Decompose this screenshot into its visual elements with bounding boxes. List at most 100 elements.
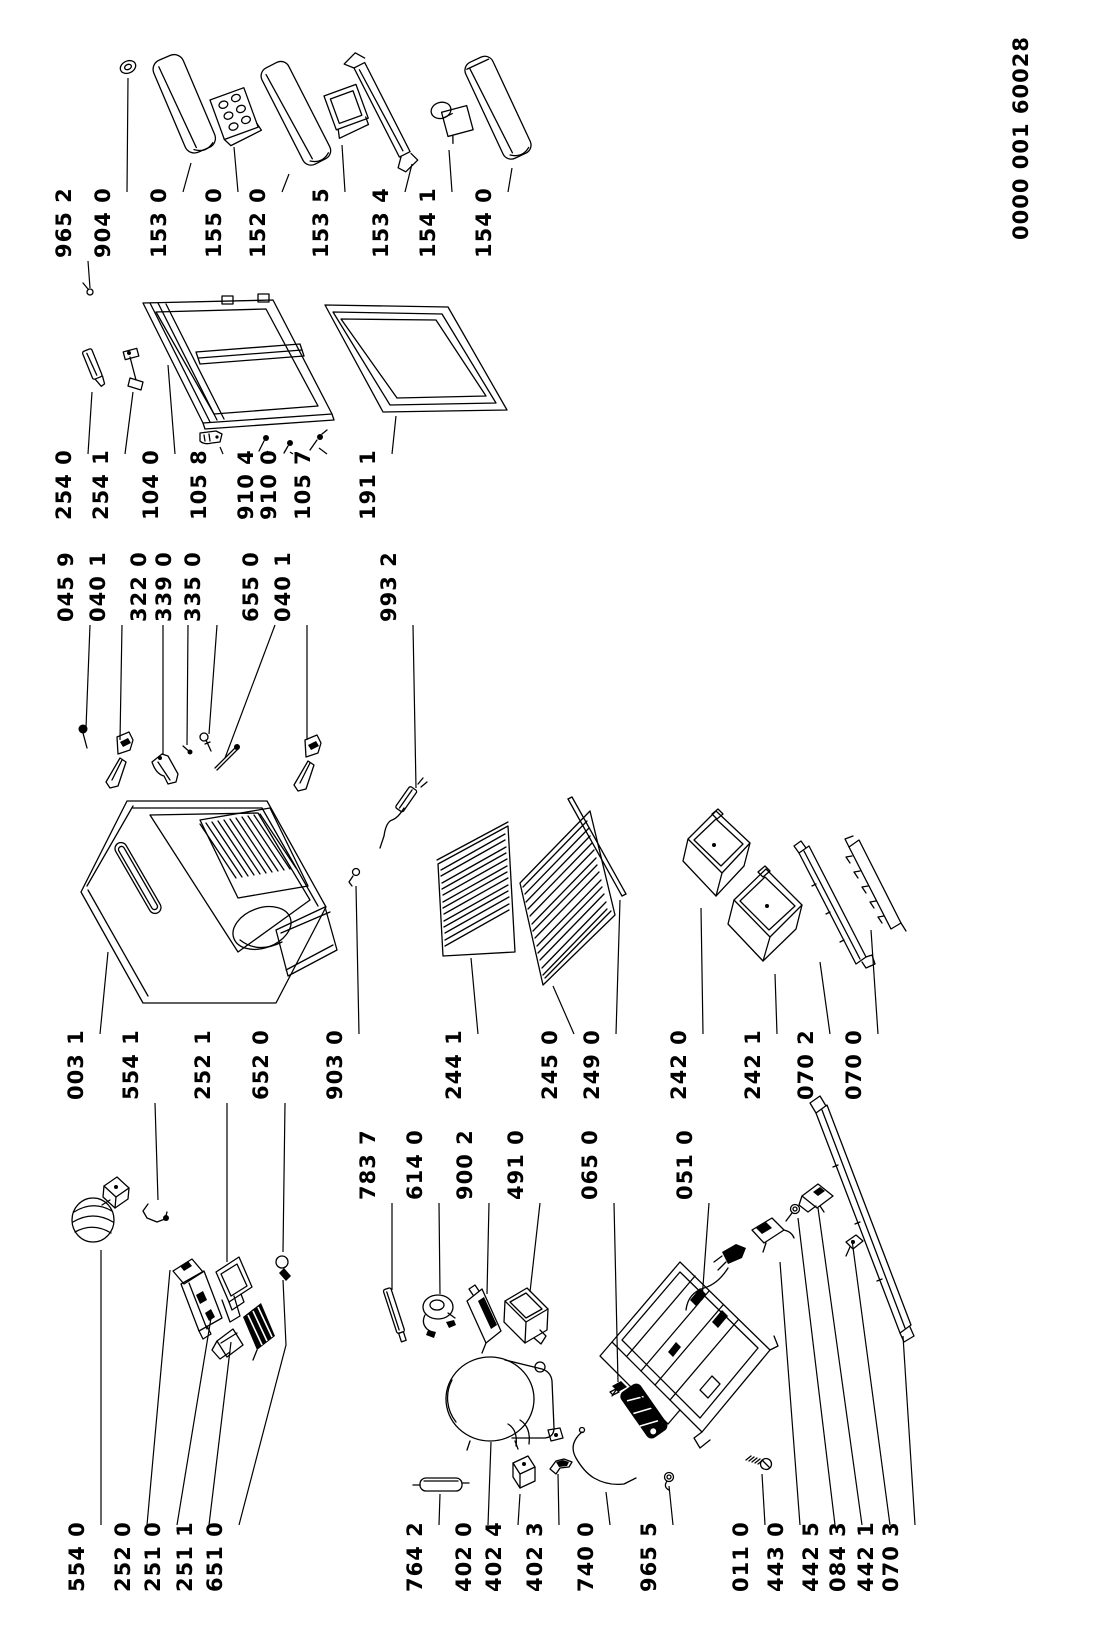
part-label-070-3: 070 3 (879, 1521, 903, 1592)
part-070-3-strip-drawing (809, 1095, 915, 1343)
leader-153-0 (182, 162, 192, 193)
leader-614-0 (438, 1202, 441, 1295)
part-label-245-0: 245 0 (538, 1029, 562, 1100)
part-614-0-drawing (422, 1294, 456, 1338)
part-label-003-1: 003 1 (64, 1029, 88, 1100)
part-label-740-0: 740 0 (574, 1521, 598, 1592)
leader-339-0 (186, 624, 189, 746)
leader-651-0 (238, 1279, 287, 1526)
part-040-1b-drawing (293, 734, 322, 792)
part-label-251-1: 251 1 (173, 1521, 197, 1592)
part-402-0-compressor-drawing (445, 1356, 564, 1451)
part-label-655-0: 655 0 (239, 551, 263, 622)
part-335-0-drawing (199, 732, 212, 752)
part-label-764-2: 764 2 (403, 1521, 427, 1592)
part-label-443-0: 443 0 (764, 1521, 788, 1592)
leader-442-5 (797, 1217, 836, 1526)
part-label-900-2: 900 2 (453, 1129, 477, 1200)
leader-084-3 (817, 1207, 863, 1526)
part-label-051-0: 051 0 (673, 1129, 697, 1200)
part-label-252-1: 252 1 (191, 1029, 215, 1100)
part-155-0-drawing (209, 87, 263, 147)
part-label-965-5: 965 5 (637, 1521, 661, 1592)
part-251-0-lamp-housing-drawing (215, 1256, 253, 1323)
leader-965-5 (668, 1485, 674, 1526)
part-label-104-0: 104 0 (139, 449, 163, 520)
leader-254-0 (87, 391, 93, 455)
part-label-242-1: 242 1 (741, 1029, 765, 1100)
leader-652-0 (282, 1102, 286, 1253)
part-442-5-thermostat-drawing (751, 1217, 795, 1253)
leader-lines (85, 77, 916, 1526)
leader-402-4 (517, 1493, 521, 1526)
part-402-3-clamp-drawing (549, 1458, 573, 1475)
leader-153-5 (341, 144, 346, 193)
part-104-0-drawing (142, 293, 335, 430)
part-245-0-shelf-drawing (519, 810, 616, 986)
part-label-335-0: 335 0 (181, 551, 205, 622)
part-242-0-box-drawing (682, 808, 751, 897)
leader-003-1 (99, 951, 109, 1035)
part-154-0-drawing (464, 55, 532, 160)
leader-402-0 (487, 1441, 492, 1526)
part-040-1-drawing (105, 731, 134, 789)
part-label-402-4: 402 4 (482, 1521, 506, 1592)
leader-655-0 (224, 624, 276, 759)
part-label-339-0: 339 0 (152, 551, 176, 622)
part-904-0-drawing (119, 59, 137, 75)
document-number: 0000 001 60028 (1009, 36, 1033, 240)
leader-245-0 (552, 985, 575, 1035)
part-242-1-box-drawing (727, 865, 803, 962)
part-903-0-drawing (348, 867, 361, 887)
leader-900-2 (486, 1202, 490, 1295)
part-442-1-drawing (845, 1234, 864, 1257)
part-label-965-2: 965 2 (52, 187, 76, 258)
part-label-903-0: 903 0 (323, 1029, 347, 1100)
part-965-5-grommet-drawing (663, 1471, 675, 1491)
part-065-0-drawing (609, 1381, 627, 1397)
leader-910-4 (266, 450, 271, 455)
leader-154-1 (448, 149, 453, 193)
part-339-0-drawing (182, 745, 193, 755)
part-910-0-drawing (283, 440, 293, 454)
part-label-153-5: 153 5 (309, 187, 333, 258)
part-label-251-0: 251 0 (141, 1521, 165, 1592)
leader-011-0 (761, 1473, 766, 1526)
part-252-1-switch-drawing (172, 1258, 223, 1340)
leader-153-4 (404, 163, 413, 193)
part-191-1-drawing (324, 304, 508, 413)
part-label-614-0: 614 0 (403, 1129, 427, 1200)
leader-335-0 (208, 624, 218, 735)
leader-443-0 (779, 1261, 801, 1526)
part-011-0-screw-drawing (745, 1455, 773, 1471)
part-993-2-drawing (379, 777, 428, 849)
part-153-4-drawing (343, 52, 419, 173)
part-084-3-bracket-drawing (798, 1183, 834, 1213)
leader-442-1 (851, 1239, 891, 1526)
part-105-7-drawing (309, 429, 328, 451)
leader-154-0 (507, 167, 513, 193)
part-070-2-strip-drawing (793, 840, 876, 969)
part-251-1-wedge-drawing (211, 1328, 244, 1360)
part-443-0-wire-drawing (685, 1244, 746, 1311)
leader-251-0 (176, 1311, 213, 1526)
part-051-0-chassis-drawing (599, 1261, 779, 1449)
part-label-191-1: 191 1 (356, 449, 380, 520)
part-label-783-7: 783 7 (356, 1129, 380, 1200)
leader-051-0 (701, 1202, 710, 1301)
part-label-554-1: 554 1 (119, 1029, 143, 1100)
part-label-084-3: 084 3 (826, 1521, 850, 1592)
part-402-4-relay-drawing (512, 1455, 536, 1489)
part-label-153-0: 153 0 (147, 187, 171, 258)
part-153-5-drawing (323, 83, 370, 139)
part-capacitor-drawing (620, 1383, 668, 1439)
part-label-070-2: 070 2 (794, 1029, 818, 1100)
leader-254-1 (124, 391, 134, 455)
leader-740-0 (605, 1491, 611, 1526)
part-label-442-5: 442 5 (799, 1521, 823, 1592)
part-label-242-0: 242 0 (667, 1029, 691, 1100)
part-label-040-1: 040 1 (86, 551, 110, 622)
leader-040-1 (119, 624, 123, 741)
leader-070-3 (902, 1335, 916, 1526)
